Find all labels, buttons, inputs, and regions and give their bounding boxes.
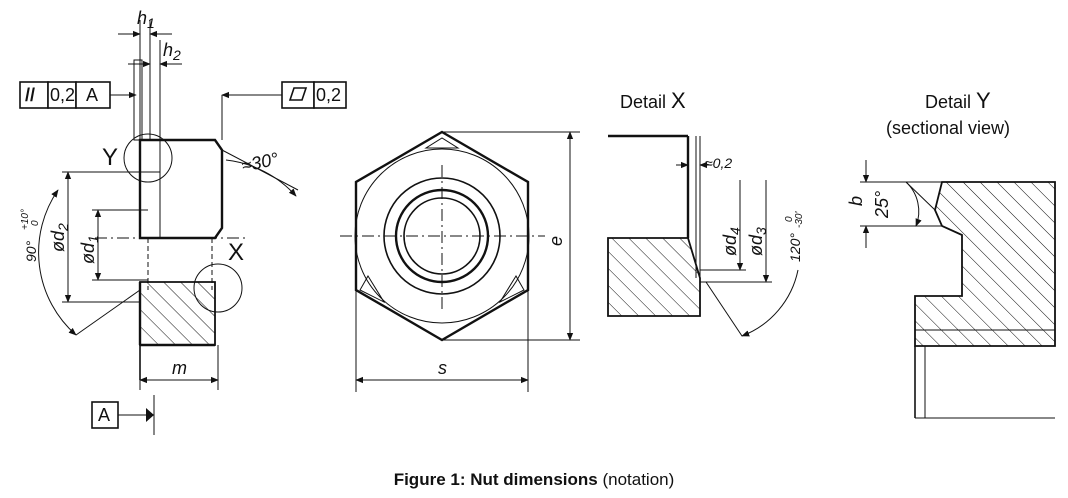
- parallelism-datum: A: [86, 85, 98, 105]
- e-label: e: [546, 236, 566, 246]
- angle-90-label: 90° +10° 0: [20, 209, 41, 262]
- flatness-tolerance: 0,2: [316, 85, 341, 105]
- svg-text:90°: 90°: [23, 240, 39, 262]
- caption-notation: (notation): [597, 470, 675, 489]
- detail-y-section: [914, 181, 1056, 347]
- h1-label: h1: [137, 8, 155, 31]
- detail-y-circle: [123, 133, 173, 183]
- approx-02-label: ≈0,2: [705, 155, 732, 171]
- section-lower: [139, 281, 216, 346]
- detail-x-title: Detail X: [620, 88, 686, 113]
- angle-25-label: 25°: [872, 191, 892, 219]
- datum-a-label: A: [98, 405, 110, 425]
- detail-y-title: Detail Y: [925, 88, 991, 113]
- detail-x-view: Detail X ≈0,2 ød4 ød3 120° 0 -30': [607, 88, 805, 337]
- chamfer-circle: [354, 148, 530, 324]
- nut-body-upper: [138, 138, 224, 240]
- detail-x-circle: [193, 263, 243, 313]
- top-view: e s: [340, 130, 580, 392]
- parallelism-tolerance-frame: // 0,2 A: [19, 81, 137, 109]
- projection-h1: [133, 59, 143, 141]
- svg-text:0: 0: [30, 220, 41, 226]
- side-view: h1 h2 // 0,2 A 0,2 Y X: [19, 8, 347, 435]
- svg-text:0: 0: [784, 216, 795, 222]
- svg-text:+10°: +10°: [20, 209, 31, 230]
- detail-x-section: [607, 237, 701, 317]
- parallelism-tolerance: 0,2: [50, 85, 75, 105]
- flatness-tolerance-frame: 0,2: [221, 81, 347, 140]
- b-label: b: [846, 196, 866, 206]
- d4-label: ød4: [720, 227, 743, 256]
- detail-x-marker: X: [228, 239, 244, 266]
- flatness-icon: [288, 87, 308, 101]
- detail-y-view: Detail Y (sectional view) b 25°: [846, 88, 1056, 419]
- detail-y-subtitle: (sectional view): [886, 118, 1010, 138]
- datum-a-frame: A: [91, 395, 155, 435]
- svg-text:120°: 120°: [787, 233, 803, 262]
- svg-text:-30': -30': [794, 211, 805, 228]
- angle-120-label: 120° 0 -30': [784, 211, 805, 262]
- d1-label: ød1: [78, 235, 101, 264]
- d2-label: ød2: [48, 223, 71, 252]
- caption-title: Figure 1: Nut dimensions: [393, 470, 598, 489]
- figure-caption: Figure 1: Nut dimensions (notation): [0, 470, 1068, 490]
- s-label: s: [438, 358, 447, 378]
- d3-label: ød3: [746, 227, 769, 256]
- m-label: m: [172, 358, 187, 378]
- h2-label: h2: [163, 40, 181, 63]
- detail-y-marker: Y: [102, 144, 118, 171]
- angle-30-label: ≈30°: [240, 149, 280, 176]
- parallelism-symbol: //: [25, 85, 35, 105]
